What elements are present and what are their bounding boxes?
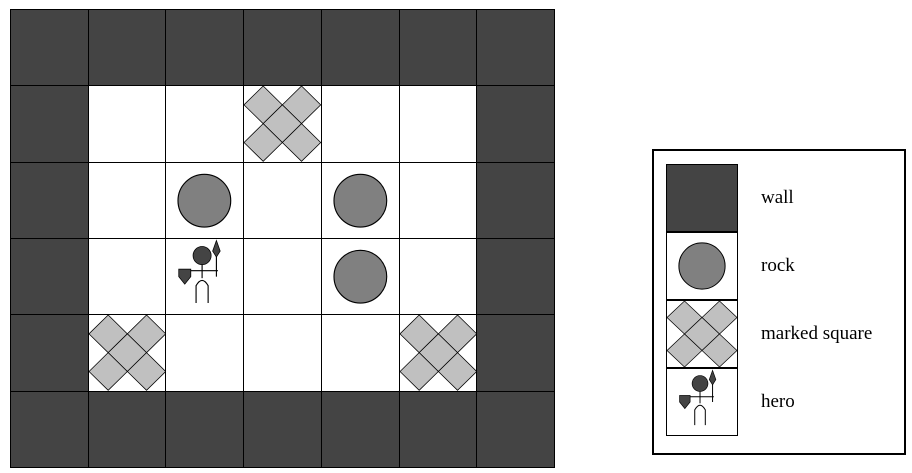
floor-cell [166,86,243,161]
hero-icon [166,239,243,314]
wall-cell [166,10,243,85]
wall-cell [89,392,166,467]
wall-cell [11,10,88,85]
rock-cell [322,239,399,314]
wall-cell [477,86,554,161]
rock-cell [322,163,399,238]
marked-square-icon [89,315,166,390]
legend: wall rock marked square hero [652,149,906,455]
marked-square-cell [400,315,477,390]
marked-square-cell [89,315,166,390]
legend-label-marked-square: marked square [761,300,872,368]
wall-cell [477,163,554,238]
floor-cell [89,163,166,238]
marked-square-icon [244,86,321,161]
rock-icon [166,163,243,238]
floor-cell [244,315,321,390]
floor-cell [89,86,166,161]
wall-cell [477,10,554,85]
legend-label-wall: wall [761,164,794,232]
legend-item-marked-square: marked square [666,300,894,368]
wall-cell [400,392,477,467]
wall-cell [244,392,321,467]
floor-cell [244,163,321,238]
hero-cell [166,239,243,314]
wall-cell [322,10,399,85]
rock-icon [322,163,399,238]
legend-label-hero: hero [761,368,795,436]
wall-cell [11,239,88,314]
floor-cell [400,163,477,238]
wall-cell [89,10,166,85]
legend-item-wall: wall [666,164,894,232]
wall-cell [322,392,399,467]
wall-cell [477,239,554,314]
wall-cell [244,10,321,85]
wall-cell [11,86,88,161]
wall-cell [477,315,554,390]
rock-icon [322,239,399,314]
floor-cell [400,86,477,161]
rock-icon [666,232,738,300]
wall-cell [400,10,477,85]
legend-label-rock: rock [761,232,795,300]
wall-cell [166,392,243,467]
floor-cell [400,239,477,314]
floor-cell [322,86,399,161]
marked-square-icon [666,300,738,368]
floor-cell [89,239,166,314]
wall-cell [11,315,88,390]
wall-cell [11,392,88,467]
legend-item-rock: rock [666,232,894,300]
marked-square-icon [400,315,477,390]
legend-item-hero: hero [666,368,894,436]
floor-cell [322,315,399,390]
hero-icon [666,368,738,436]
wall-cell [11,163,88,238]
floor-cell [244,239,321,314]
wall-tile-icon [666,164,738,232]
floor-cell [166,315,243,390]
wall-cell [477,392,554,467]
rock-cell [166,163,243,238]
marked-square-cell [244,86,321,161]
game-board [10,9,555,468]
